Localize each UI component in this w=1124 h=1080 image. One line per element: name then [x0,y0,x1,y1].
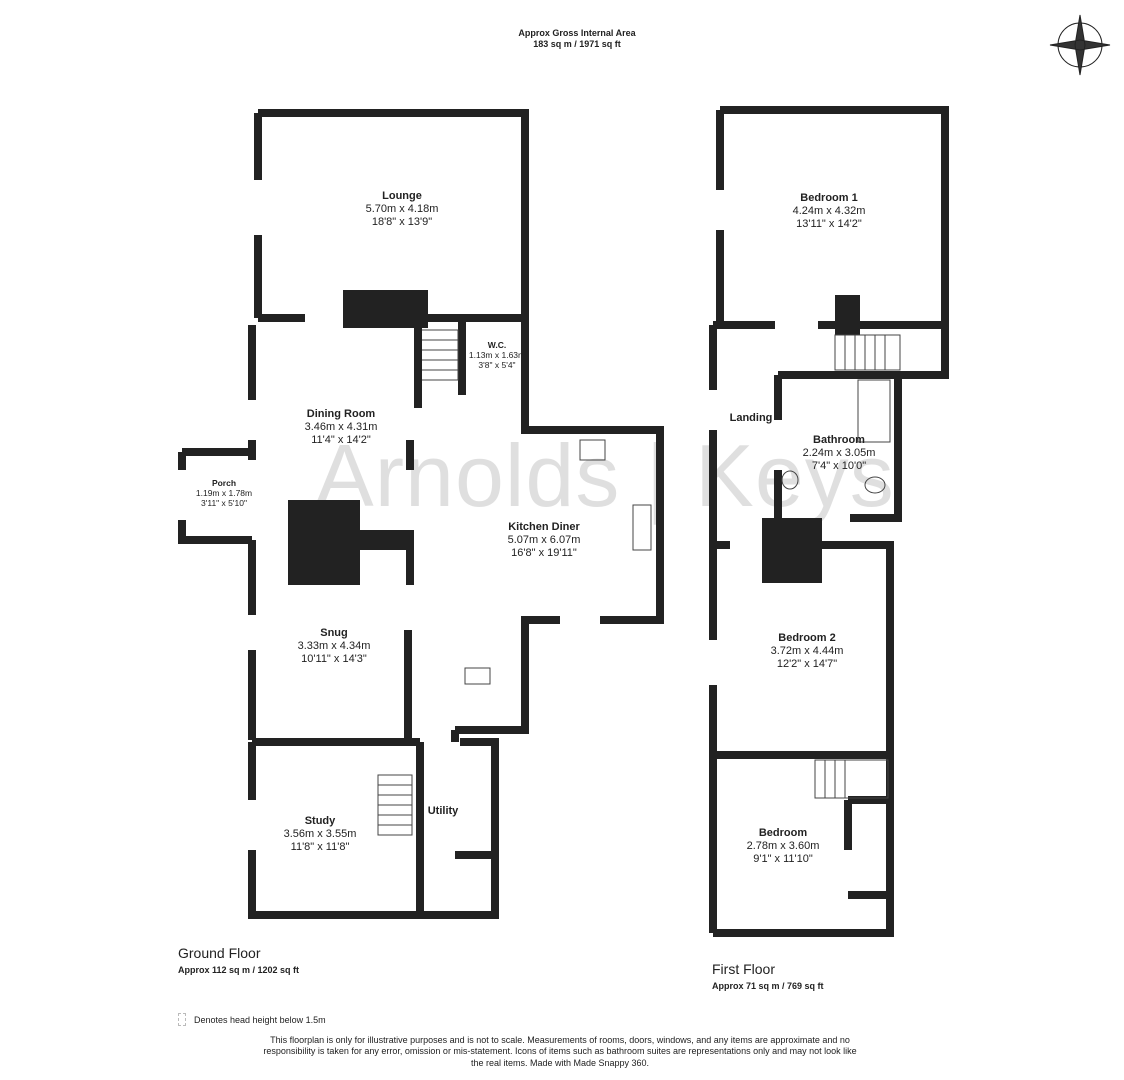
room-imperial: 3'11" x 5'10" [200,498,247,509]
room-metric: 2.24m x 3.05m [802,447,876,460]
sink [632,504,652,551]
room-imperial: 12'2" x 14'7" [776,658,838,671]
bath [857,379,891,443]
head-height-swatch [178,1013,186,1026]
toilet [864,476,886,494]
room-name: Bathroom [813,434,865,446]
wall-bedroom1 [716,106,949,379]
room-imperial: 7'4" x 10'0" [811,460,867,473]
room-utility: Utility [428,805,459,818]
wall-bedroom3 [713,755,894,937]
wall-lounge [254,109,529,318]
gross-area-header: Approx Gross Internal Area 183 sq m / 19… [518,28,635,51]
room-imperial: 18'8" x 13'9" [371,216,433,229]
header-area: 183 sq m / 1971 sq ft [533,39,621,50]
room-imperial: 16'8" x 19'11" [511,547,577,560]
room-imperial: 3'8" x 5'4" [478,360,516,371]
room-metric: 2.78m x 3.60m [746,840,820,853]
room-landing: Landing [730,412,773,425]
room-name: Kitchen Diner [508,521,580,533]
room-metric: 3.46m x 4.31m [304,421,378,434]
wall-bathroom [774,371,902,522]
room-metric: 3.72m x 4.44m [770,645,844,658]
wall-wc [455,318,664,734]
room-imperial: 10'11" x 14'3" [301,653,367,666]
room-metric: 1.19m x 1.78m [195,488,253,499]
stairs-ground [422,329,459,381]
floor-title: Ground Floor [178,945,261,961]
chimney-first [762,518,822,583]
header-title: Approx Gross Internal Area [518,28,636,38]
room-name: Dining Room [306,408,376,420]
room-imperial: 13'11" x 14'2" [796,218,862,231]
room-name: Study [304,815,336,827]
wall-study [248,738,499,919]
room-imperial: 11'8" x 11'8" [290,841,350,854]
legend-text: Denotes head height below 1.5m [194,1014,326,1025]
room-name: Bedroom 1 [800,192,858,204]
room-imperial: 11'4" x 14'2" [311,434,371,447]
room-name: Lounge [382,190,422,202]
floor-title: First Floor [712,961,775,977]
chimney-snug [288,500,360,585]
room-metric: 1.13m x 1.63m [468,350,526,361]
room-name: Utility [427,805,459,817]
ground-floor-caption: Ground Floor Approx 112 sq m / 1202 sq f… [178,945,299,975]
wall-utility [451,730,495,859]
skylight [464,667,491,685]
stairs-bedroom [814,759,889,799]
room-imperial: 9'1" x 11'10" [753,853,813,866]
room-metric: 5.70m x 4.18m [365,203,439,216]
floor-area: Approx 112 sq m / 1202 sq ft [178,965,300,975]
room-metric: 5.07m x 6.07m [507,534,581,547]
wall-kitchen-divider [404,440,414,740]
disclaimer: This floorplan is only for illustrative … [263,1035,857,1068]
hob [579,439,606,461]
room-name: Snug [320,627,348,639]
room-name: Bedroom 2 [778,632,836,644]
room-name: Porch [211,478,237,488]
wall-porch [178,448,252,544]
room-metric: 3.33m x 4.34m [297,640,371,653]
room-name: Bedroom [758,827,808,839]
compass [1049,14,1111,76]
wall-landing [709,321,945,933]
stairs-study [377,774,413,836]
basin [781,470,799,490]
floor-area: Approx 71 sq m / 769 sq ft [712,981,824,991]
chimney-ground [343,290,428,328]
room-name: W.C. [487,340,507,350]
room-name: Landing [729,412,773,424]
room-metric: 3.56m x 3.55m [283,828,357,841]
stairs-first [834,334,901,371]
legend: Denotes head height below 1.5m [178,1013,326,1026]
first-floor-caption: First Floor Approx 71 sq m / 769 sq ft [712,961,824,991]
room-metric: 4.24m x 4.32m [792,205,866,218]
